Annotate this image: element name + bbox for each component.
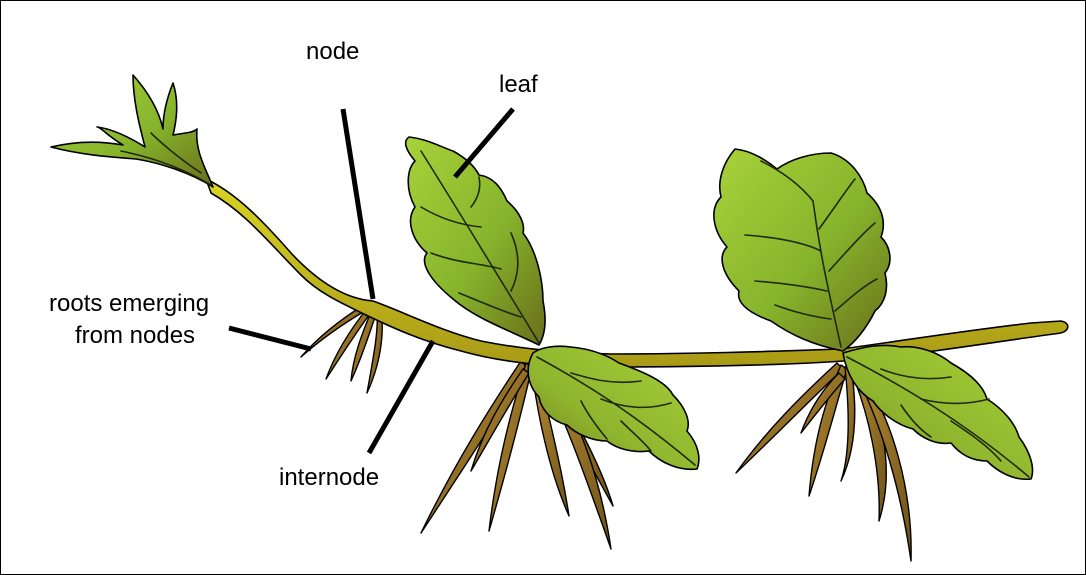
label-roots-line2: from nodes	[75, 322, 195, 349]
leaf-upper-right	[714, 149, 890, 351]
label-leaf: leaf	[499, 71, 538, 98]
label-roots-line1: roots emerging	[49, 290, 209, 317]
top-shoot	[51, 75, 213, 187]
label-node: node	[306, 38, 359, 65]
leaf-upper-middle	[406, 137, 545, 345]
pointer-node	[343, 109, 373, 299]
label-internode: internode	[279, 464, 379, 491]
pointer-leaf	[455, 109, 513, 177]
stem	[206, 179, 1068, 367]
pointer-roots	[229, 328, 311, 349]
